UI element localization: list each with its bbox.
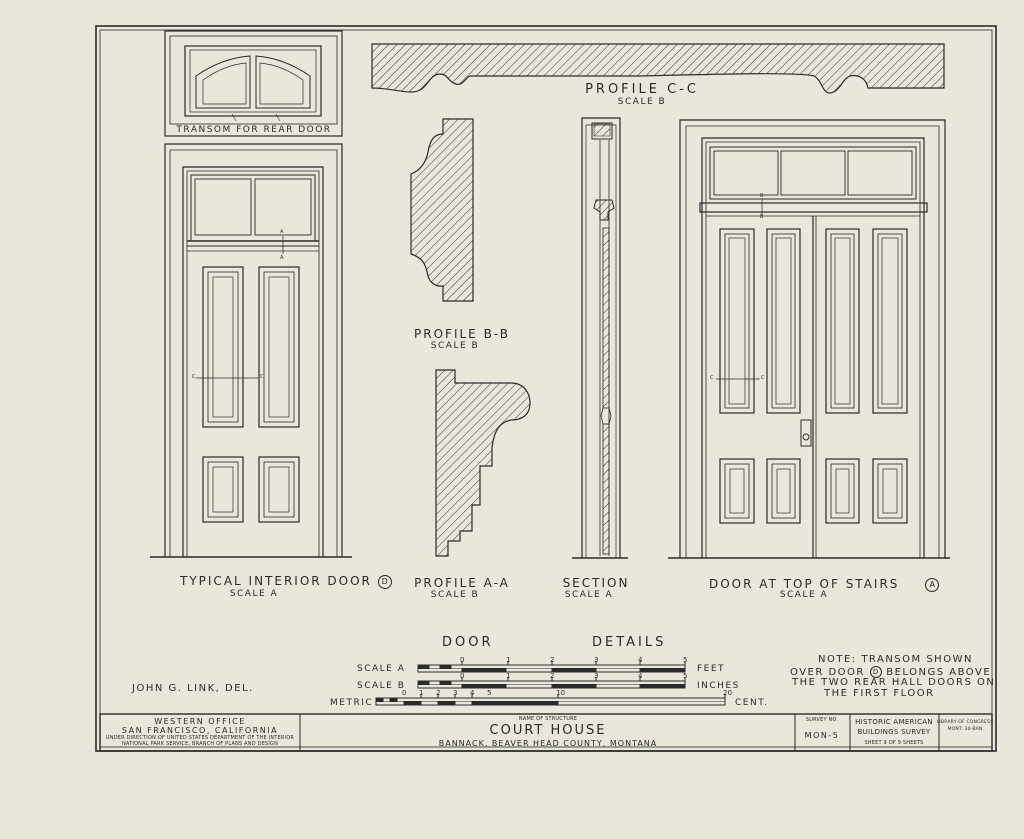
profile-cc-title: PROFILE C-C xyxy=(585,82,699,97)
typical-door-scale: SCALE A xyxy=(229,589,279,599)
mark-b-bottom: B xyxy=(760,214,764,220)
mark-c2-right: C xyxy=(761,375,765,381)
loc-line-1: LIBRARY OF CONGRESS xyxy=(936,720,994,725)
scale-tick-label: 1 xyxy=(419,689,424,697)
scale-tick-label: 3 xyxy=(594,672,599,680)
scale-tick-label: 20 xyxy=(723,689,733,697)
scale-tick-label: 2 xyxy=(550,672,555,680)
mark-c-right: C xyxy=(260,374,264,380)
profile-cc-drawing xyxy=(371,43,945,94)
metric-bar xyxy=(375,694,726,706)
scale-tick-label: 2 xyxy=(436,689,441,697)
profile-bb-drawing xyxy=(410,118,474,302)
loc-line-2: MONT. 30-BAN xyxy=(947,727,983,732)
note-line-2: OVER DOOR D BELONGS ABOVE xyxy=(790,666,991,678)
stairs-door-title: DOOR AT TOP OF STAIRS A xyxy=(709,577,940,592)
typical-door-title: TYPICAL INTERIOR DOOR D xyxy=(180,574,392,589)
section-scale: SCALE A xyxy=(564,590,614,600)
office-line-4: NATIONAL PARK SERVICE, BRANCH OF PLANS A… xyxy=(121,741,279,747)
note-line-4: THE FIRST FLOOR xyxy=(824,688,935,699)
habs-line-2: BUILDINGS SURVEY xyxy=(857,728,931,736)
note-line-3: THE TWO REAR HALL DOORS ON xyxy=(792,677,996,688)
office-line-1: WESTERN OFFICE xyxy=(154,717,246,726)
delineator: JOHN G. LINK, DEL. xyxy=(132,683,254,694)
stairs-door-title-text: DOOR AT TOP OF STAIRS xyxy=(709,577,900,591)
scale-tick-label: 3 xyxy=(594,656,599,664)
structure-caption: NAME OF STRUCTURE xyxy=(518,716,578,722)
mark-c2-left: C xyxy=(710,375,714,381)
scale-a-bar xyxy=(417,661,686,673)
scale-tick-label: 4 xyxy=(638,656,643,664)
scale-tick-label: 5 xyxy=(487,689,492,697)
survey-number: MON-5 xyxy=(804,731,840,740)
title-block-frame xyxy=(99,713,993,752)
typical-interior-door-drawing xyxy=(150,143,352,558)
details-heading-right: DETAILS xyxy=(592,635,667,650)
scale-b-label: SCALE B xyxy=(357,681,406,691)
sheet-info: SHEET 9 OF 9 SHEETS xyxy=(864,740,924,746)
scale-tick-label: 2 xyxy=(550,656,555,664)
office-line-3: UNDER DIRECTION OF UNITED STATES DEPARTM… xyxy=(105,735,295,741)
scale-tick-label: 1 xyxy=(506,656,511,664)
scale-a-unit: FEET xyxy=(697,664,726,674)
scale-tick-label: 4 xyxy=(470,689,475,697)
office-line-2: SAN FRANCISCO, CALIFORNIA xyxy=(121,726,279,735)
mark-a-bottom: A xyxy=(280,255,284,261)
scale-tick-label: 3 xyxy=(453,689,458,697)
scale-tick-label: 5 xyxy=(683,656,688,664)
typical-door-title-text: TYPICAL INTERIOR DOOR xyxy=(180,574,372,588)
section-title: SECTION xyxy=(562,576,630,590)
scale-tick-label: 10 xyxy=(556,689,566,697)
door-marker-a: A xyxy=(925,577,940,592)
metric-label: METRIC xyxy=(330,698,374,708)
profile-aa-scale: SCALE B xyxy=(430,590,480,600)
note-line-1: NOTE: TRANSOM SHOWN xyxy=(818,654,973,665)
scale-a-label: SCALE A xyxy=(357,664,406,674)
profile-bb-title: PROFILE B-B xyxy=(414,327,510,341)
stairs-door-scale: SCALE A xyxy=(779,590,829,600)
profile-aa-title: PROFILE A-A xyxy=(414,576,510,590)
note-line-2-start: OVER DOOR xyxy=(790,667,865,678)
scale-tick-label: 0 xyxy=(460,672,465,680)
mark-a-top: A xyxy=(280,229,284,235)
door-marker-d: D xyxy=(377,574,392,589)
section-drawing xyxy=(572,117,628,559)
scale-tick-label: 0 xyxy=(460,656,465,664)
profile-bb-scale: SCALE B xyxy=(430,341,480,351)
transom-label: TRANSOM FOR REAR DOOR xyxy=(176,125,332,135)
structure-location: BANNACK, BEAVER HEAD COUNTY, MONTANA xyxy=(438,739,658,748)
mark-b-top: B xyxy=(760,193,764,199)
habs-line-1: HISTORIC AMERICAN xyxy=(855,718,933,726)
metric-unit: CENT. xyxy=(735,698,769,708)
stairs-door-drawing xyxy=(668,119,950,559)
profile-aa-drawing xyxy=(435,369,531,557)
scale-b-unit: INCHES xyxy=(697,681,740,691)
note-line-2-end: BELONGS ABOVE xyxy=(886,667,992,678)
scale-tick-label: 0 xyxy=(402,689,407,697)
scale-tick-label: 5 xyxy=(683,672,688,680)
rear-door-transom-drawing xyxy=(164,30,343,137)
inner-border xyxy=(99,29,993,748)
structure-name: COURT HOUSE xyxy=(489,723,607,738)
scale-tick-label: 1 xyxy=(506,672,511,680)
scale-tick-label: 4 xyxy=(638,672,643,680)
profile-cc-scale: SCALE B xyxy=(617,97,667,107)
details-heading-left: DOOR xyxy=(442,635,494,650)
scale-b-bar xyxy=(417,677,686,689)
mark-c-left: C xyxy=(192,374,196,380)
survey-caption: SURVEY NO. xyxy=(805,717,839,723)
